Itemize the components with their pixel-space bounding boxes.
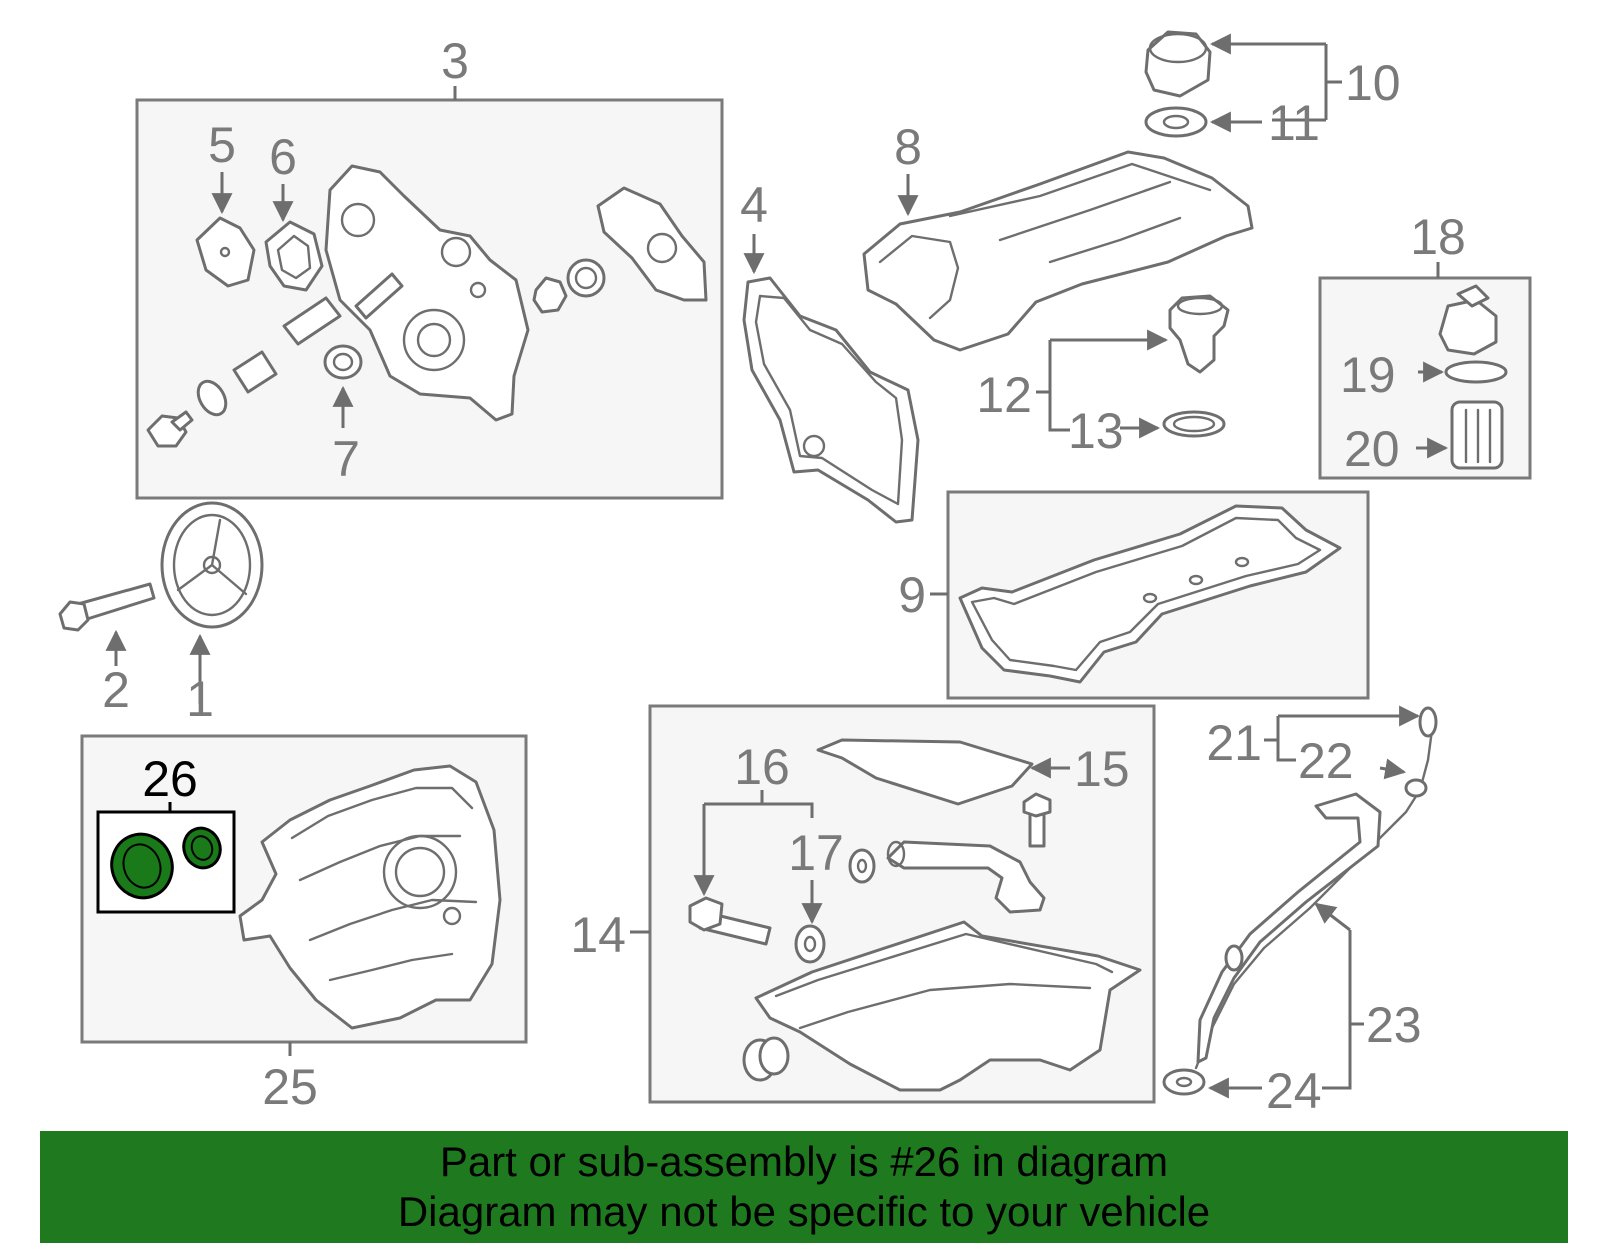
- callout-1[interactable]: 1: [186, 671, 214, 727]
- seal-7[interactable]: [323, 344, 363, 380]
- oil-pan[interactable]: [754, 920, 1142, 1092]
- callout-13[interactable]: 13: [1068, 403, 1124, 459]
- timing-cover[interactable]: [324, 164, 530, 422]
- callout-15[interactable]: 15: [1074, 741, 1130, 797]
- callout-3[interactable]: 3: [441, 33, 469, 89]
- fill-cap-seal[interactable]: [1144, 106, 1208, 138]
- oil-pickup-tube[interactable]: [886, 840, 1046, 914]
- highlight-box-26: 26: [96, 751, 236, 914]
- banner-line-part: Part or sub-assembly is #26 in diagram: [439, 1138, 1169, 1185]
- crank-bolt[interactable]: [76, 582, 156, 622]
- box-group-14: 14 15 16 17: [570, 704, 1156, 1104]
- filter-oring[interactable]: [1444, 360, 1508, 384]
- callout-11[interactable]: 11: [1268, 95, 1320, 151]
- front-cover-gasket-group: 4: [740, 177, 920, 524]
- callout-19[interactable]: 19: [1340, 347, 1396, 403]
- callout-10[interactable]: 10: [1345, 55, 1401, 111]
- dipstick-tube-seal[interactable]: [1162, 1068, 1206, 1096]
- sleeve-short[interactable]: [232, 350, 278, 394]
- filter-cap[interactable]: [1438, 298, 1498, 356]
- gear-sprocket[interactable]: [566, 258, 606, 298]
- callout-6[interactable]: 6: [269, 129, 297, 185]
- washer[interactable]: [848, 848, 876, 884]
- pump-housing[interactable]: [596, 186, 708, 302]
- callout-7[interactable]: 7: [332, 431, 360, 487]
- oil-fill-cap-group: 10 11: [1144, 30, 1401, 151]
- callout-2[interactable]: 2: [102, 662, 130, 718]
- box-group-9: 9: [898, 490, 1370, 700]
- box-group-3: 3 5 6 7: [135, 33, 724, 500]
- crank-pulley-group: 1 2: [58, 501, 264, 727]
- callout-14[interactable]: 14: [570, 907, 626, 963]
- banner-line-disclaimer: Diagram may not be specific to your vehi…: [397, 1188, 1211, 1235]
- callout-5[interactable]: 5: [208, 117, 236, 173]
- sleeve[interactable]: [282, 296, 342, 346]
- dipstick-group: 21 22 23 24: [1162, 705, 1438, 1119]
- callout-12[interactable]: 12: [976, 367, 1032, 423]
- callout-25[interactable]: 25: [262, 1059, 318, 1115]
- callout-18[interactable]: 18: [1410, 209, 1466, 265]
- dipstick-tube[interactable]: [1196, 792, 1382, 1064]
- callout-26[interactable]: 26: [142, 751, 198, 807]
- seal-13[interactable]: [1162, 410, 1226, 438]
- front-cover-gasket[interactable]: [742, 276, 920, 524]
- cap-12-group: 12 13: [976, 294, 1230, 459]
- box-group-18: 18 19 20: [1318, 209, 1532, 480]
- intake-manifold[interactable]: [238, 764, 502, 1030]
- oil-baffle[interactable]: [816, 738, 1034, 806]
- callout-20[interactable]: 20: [1344, 421, 1400, 477]
- callout-23[interactable]: 23: [1366, 997, 1422, 1053]
- callout-16[interactable]: 16: [734, 739, 790, 795]
- callout-21[interactable]: 21: [1206, 715, 1262, 771]
- callout-22[interactable]: 22: [1298, 733, 1354, 789]
- callout-24[interactable]: 24: [1266, 1063, 1322, 1119]
- oil-cap-12[interactable]: [1168, 294, 1230, 374]
- valve-cover[interactable]: [862, 150, 1254, 352]
- callout-8[interactable]: 8: [894, 119, 922, 175]
- valve-cover-group: 8: [862, 119, 1254, 352]
- callout-4[interactable]: 4: [740, 177, 768, 233]
- gear-small[interactable]: [532, 276, 568, 314]
- callout-9[interactable]: 9: [898, 567, 926, 623]
- gasket-6[interactable]: [264, 220, 324, 292]
- seal-26-small[interactable]: [178, 823, 226, 873]
- callout-17[interactable]: 17: [788, 825, 844, 881]
- oil-fill-cap[interactable]: [1144, 30, 1212, 98]
- gasket-5[interactable]: [195, 216, 256, 288]
- info-banner: Part or sub-assembly is #26 in diagram D…: [40, 1131, 1568, 1243]
- washer-17[interactable]: [794, 924, 826, 964]
